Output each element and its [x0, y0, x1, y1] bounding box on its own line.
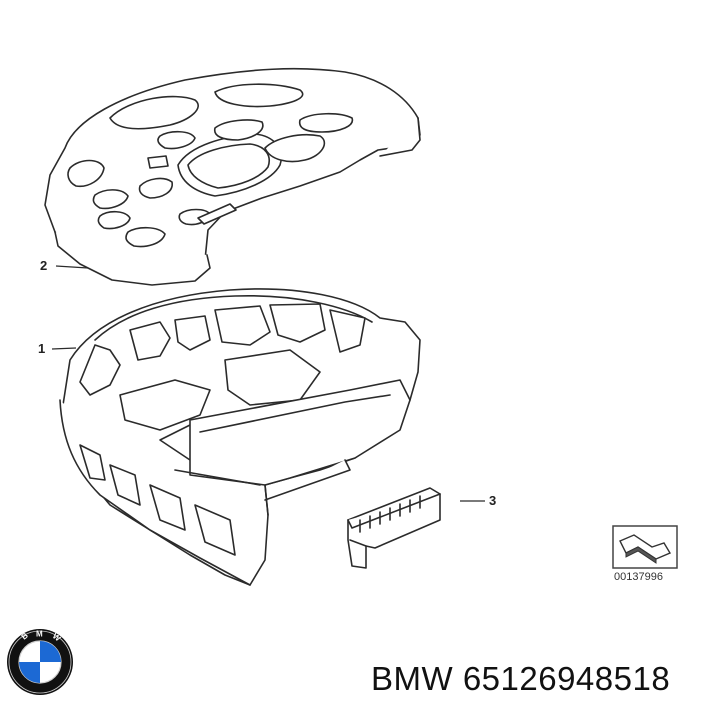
bracket-part: [347, 487, 441, 569]
diagram-reference-code: 00137996: [614, 571, 663, 583]
svg-text:B: B: [20, 631, 30, 642]
part-number-caption: BMW 65126948518: [371, 660, 671, 697]
callout-3: 3: [489, 493, 497, 508]
leader-line-1: [51, 347, 77, 350]
upper-foam-insert: [44, 67, 421, 286]
bmw-logo: B M W: [7, 629, 73, 695]
svg-text:M: M: [36, 630, 43, 639]
callout-2: 2: [40, 258, 48, 273]
reference-arrow-icon: [612, 525, 678, 569]
svg-text:W: W: [51, 631, 63, 643]
lower-foam-tray: [59, 288, 421, 586]
callout-1: 1: [38, 341, 46, 356]
leader-line-2: [55, 265, 89, 269]
